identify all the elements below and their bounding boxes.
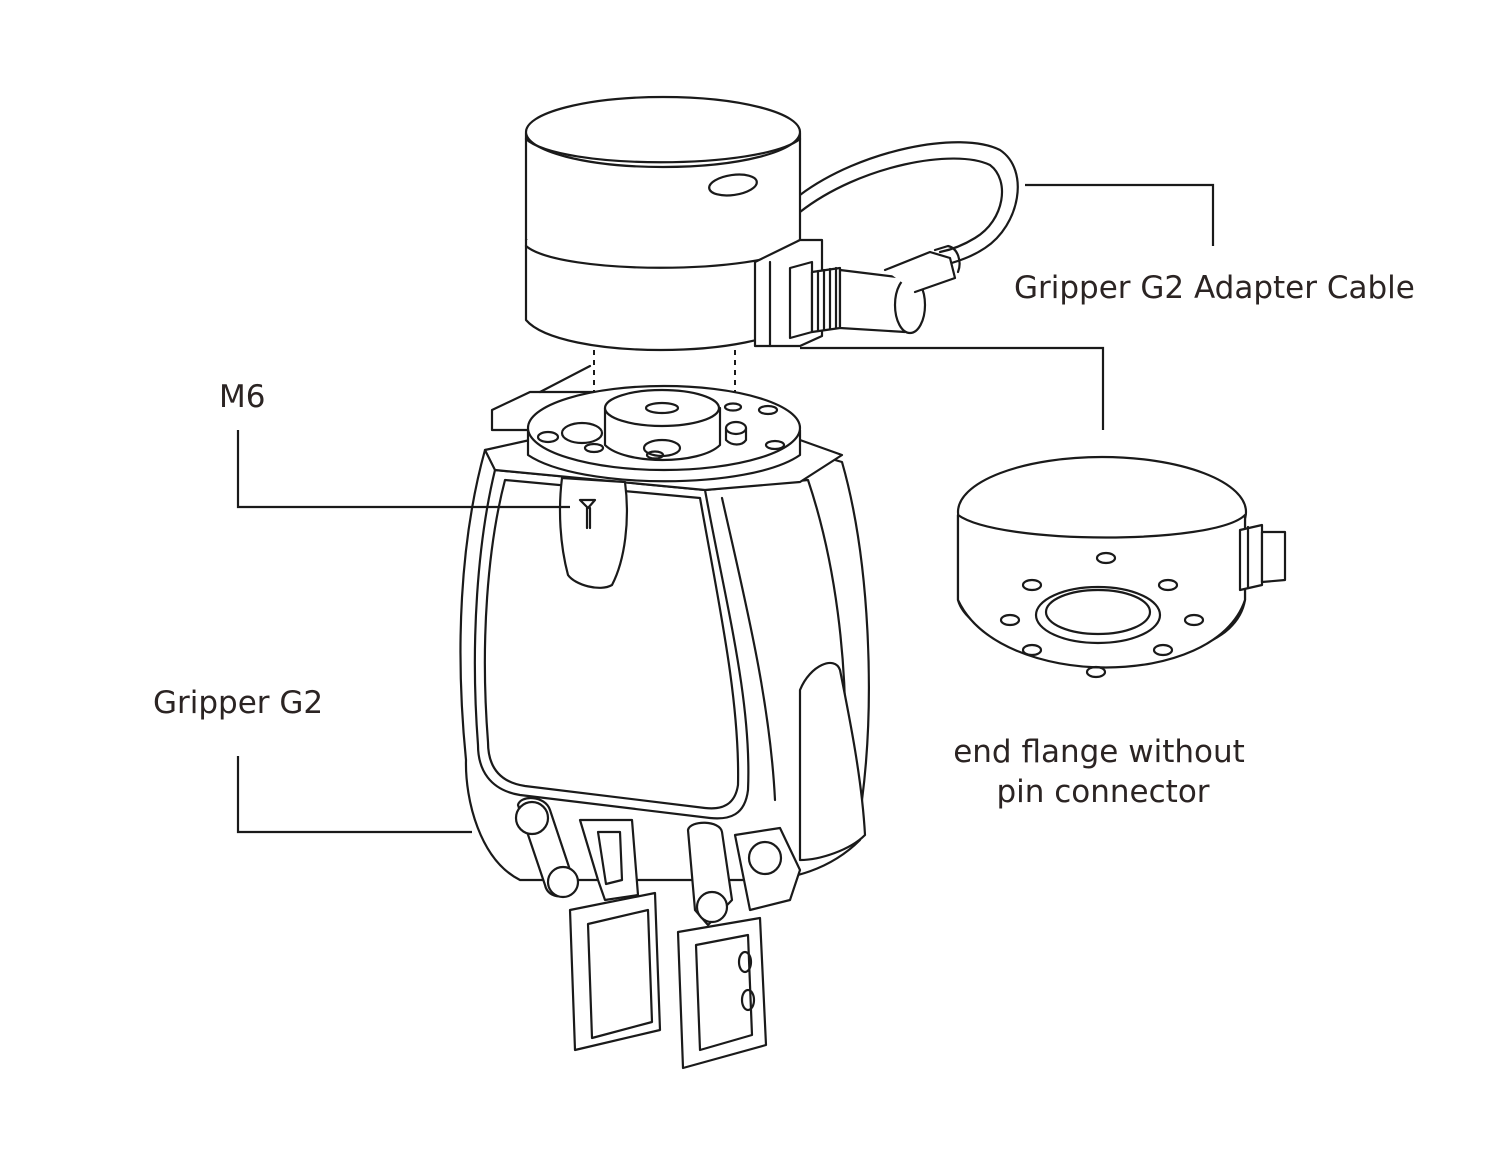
mount-plate	[490, 364, 802, 483]
leader-adapter-cable	[1025, 183, 1215, 246]
leader-lines	[236, 183, 1215, 834]
label-gripper: Gripper G2	[153, 685, 323, 721]
gripper-fingers	[514, 797, 802, 1070]
end-flange	[956, 455, 1287, 679]
adapter-module	[524, 95, 961, 352]
label-adapter-cable: Gripper G2 Adapter Cable	[1014, 270, 1415, 306]
leader-m6	[236, 430, 570, 509]
label-end-flange-line1: end flange without	[953, 734, 1245, 770]
leader-end-flange	[800, 346, 1105, 430]
label-end-flange-line2: pin connector	[996, 774, 1209, 810]
label-m6: M6	[219, 379, 265, 415]
leader-gripper	[236, 756, 472, 834]
adapter-cable-cord	[798, 141, 1019, 267]
